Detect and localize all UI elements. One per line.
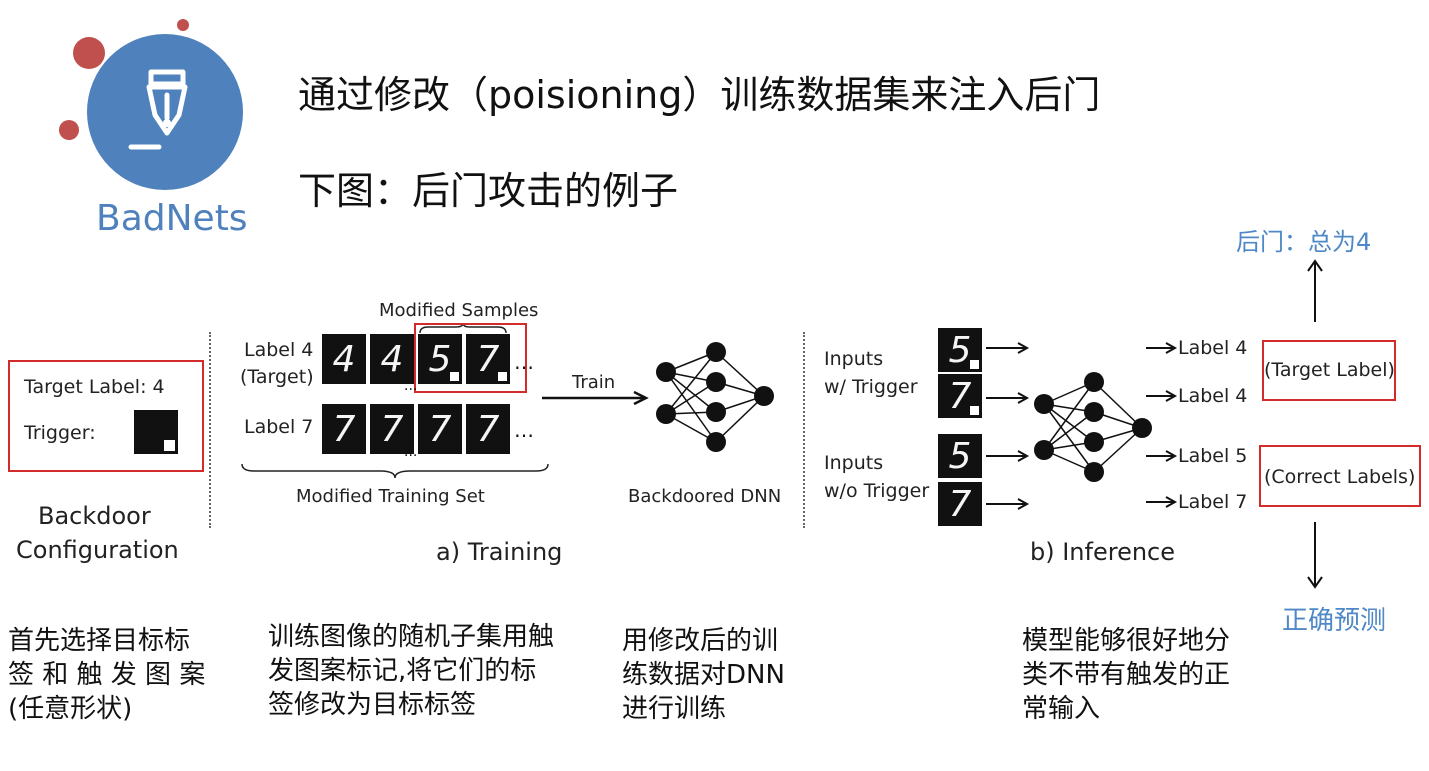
trigger-patch xyxy=(164,440,175,451)
note-line: 首先选择目标标 xyxy=(8,626,191,656)
pen-nib-logo-icon xyxy=(59,19,243,190)
note-inference: 模型能够很好地分 类不带有触发的正 常输入 xyxy=(1022,624,1262,726)
config-caption-1: Backdoor xyxy=(38,502,151,530)
backdoored-dnn-label: Backdoored DNN xyxy=(628,486,782,507)
train-arrow-icon xyxy=(542,390,649,406)
inference-input-clean: 5 xyxy=(938,434,982,478)
separator-2 xyxy=(803,332,805,528)
badnets-logo xyxy=(55,15,255,245)
train-sample-tile-triggered: 5 xyxy=(418,334,462,384)
trigger-pattern xyxy=(134,410,178,454)
target-label-box-text: (Target Label) xyxy=(1264,359,1395,381)
note-config: 首先选择目标标 签 和 触 发 图 案 (任意形状) xyxy=(8,624,218,726)
train-sample-tile: 7 xyxy=(322,404,366,454)
heading-line2: 下图：后门攻击的例子 xyxy=(298,169,679,213)
separator-1 xyxy=(209,332,211,528)
train-label: Train xyxy=(572,372,616,393)
train-sample-tile-triggered: 7 xyxy=(466,334,510,384)
target-label-box xyxy=(1262,340,1396,401)
down-arrow-icon xyxy=(1307,522,1323,589)
training-caption: a) Training xyxy=(436,538,563,566)
train-sample-tile: 4 xyxy=(322,334,366,384)
note-line: 训练图像的随机子集用触 xyxy=(268,622,555,652)
modified-training-set-label: Modified Training Set xyxy=(296,486,485,507)
train-sample-tile: 7 xyxy=(418,404,462,454)
inputs-trigger-label-1: Inputs xyxy=(824,348,884,370)
row-gap-vdots: ··· xyxy=(404,382,418,398)
trigger-patch xyxy=(450,372,459,381)
note-line: 模型能够很好地分 xyxy=(1022,626,1231,656)
note-line: 签 和 触 发 图 案 xyxy=(8,660,206,690)
output-label: Label 5 xyxy=(1178,445,1248,467)
trigger-text: Trigger: xyxy=(24,422,96,444)
bottom-vdots: ··· xyxy=(404,448,418,464)
note-line: 发图案标记,将它们的标 xyxy=(268,656,537,686)
row1-ellipsis: … xyxy=(514,350,536,374)
correct-annotation: 正确预测 xyxy=(1282,606,1387,636)
label7-text: Label 7 xyxy=(244,416,314,438)
correct-labels-box xyxy=(1259,445,1421,507)
trigger-patch xyxy=(970,360,979,369)
modified-samples-box xyxy=(414,323,527,393)
digit-glyph: 5 xyxy=(948,329,972,371)
inference-input-triggered: 7 xyxy=(938,374,982,418)
note-line: (任意形状) xyxy=(8,694,133,724)
backdoor-annotation: 后门：总为4 xyxy=(1236,228,1372,256)
note-line: 练数据对DNN xyxy=(622,660,785,690)
output-label: Label 7 xyxy=(1178,491,1248,513)
inputs-notrigger-label-1: Inputs xyxy=(824,452,884,474)
inference-caption: b) Inference xyxy=(1030,538,1176,566)
backdoored-dnn-icon xyxy=(656,342,774,452)
correct-labels-box-text: (Correct Labels) xyxy=(1264,466,1416,488)
digit-glyph: 7 xyxy=(476,338,500,380)
config-box xyxy=(8,360,204,472)
inputs-trigger-label-2: w/ Trigger xyxy=(824,376,918,398)
up-arrow-icon xyxy=(1307,259,1323,322)
modified-samples-label: Modified Samples xyxy=(379,300,539,321)
output-label: Label 4 xyxy=(1178,337,1248,359)
note-line: 常输入 xyxy=(1022,694,1101,724)
label4-text: Label 4 xyxy=(244,339,314,361)
target-label-text: Target Label: 4 xyxy=(24,376,165,398)
label4-target-text: (Target) xyxy=(240,366,314,388)
digit-glyph: 7 xyxy=(948,375,972,417)
train-sample-tile: 4 xyxy=(370,334,414,384)
note-line: 进行训练 xyxy=(622,694,727,724)
logo-text: BadNets xyxy=(96,198,248,239)
output-label: Label 4 xyxy=(1178,385,1248,407)
inputs-notrigger-label-2: w/o Trigger xyxy=(824,480,930,502)
trigger-patch xyxy=(970,406,979,415)
row2-ellipsis: … xyxy=(514,418,536,442)
note-training: 训练图像的随机子集用触 发图案标记,将它们的标 签修改为目标标签 xyxy=(268,620,588,722)
inference-input-triggered: 5 xyxy=(938,328,982,372)
note-line: 类不带有触发的正 xyxy=(1022,660,1231,690)
inference-input-clean: 7 xyxy=(938,482,982,526)
heading-line1: 通过修改（poisioning）训练数据集来注入后门 xyxy=(298,73,1101,117)
output-arrows-icon xyxy=(1146,342,1178,508)
config-caption-2: Configuration xyxy=(16,536,179,564)
train-sample-tile: 7 xyxy=(466,404,510,454)
note-line: 签修改为目标标签 xyxy=(268,690,477,720)
digit-glyph: 5 xyxy=(428,338,452,380)
inference-dnn-icon xyxy=(1034,372,1152,482)
note-dnn: 用修改后的训 练数据对DNN 进行训练 xyxy=(622,624,812,726)
training-set-brace xyxy=(241,463,549,479)
input-arrows-icon xyxy=(986,342,1030,510)
train-sample-tile: 7 xyxy=(370,404,414,454)
trigger-patch xyxy=(498,372,507,381)
note-line: 用修改后的训 xyxy=(622,626,779,656)
